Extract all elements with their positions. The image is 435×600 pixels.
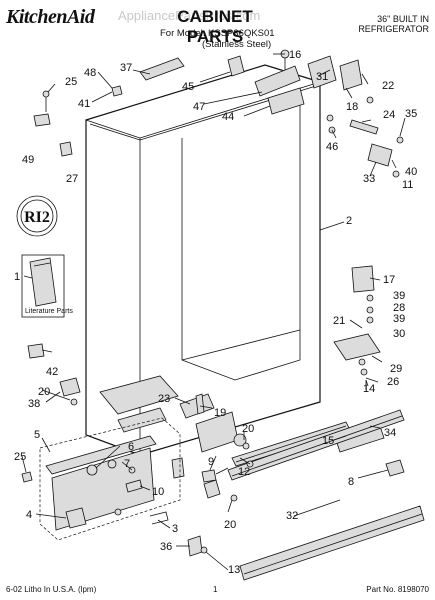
callout-27: 27 [66, 173, 78, 185]
footer-litho: 6-02 Litho In U.S.A. (lpm) [6, 585, 97, 594]
cabinet-shell [85, 64, 321, 456]
appliance-type-line2: REFRIGERATOR [358, 24, 429, 34]
callout-39b: 39 [393, 313, 405, 325]
literature-booklet [21, 254, 65, 318]
lower-assembly [59, 375, 425, 581]
callout-42: 42 [46, 366, 58, 378]
svg-text:RI2: RI2 [24, 209, 50, 226]
callout-26: 26 [387, 376, 399, 388]
model-info: For Model: KSSP36QKS01 (Stainless Steel) [160, 28, 275, 50]
callout-25: 25 [65, 76, 77, 88]
footer-page-number: 1 [213, 585, 218, 594]
hinge-hardware [27, 265, 381, 390]
callout-7: 7 [124, 458, 130, 470]
page-title: CABINET PARTS [177, 7, 253, 46]
callout-21: 21 [333, 315, 345, 327]
brand-logo: KitchenAid [6, 6, 95, 28]
callout-13: 13 [228, 564, 240, 576]
callout-23: 23 [158, 393, 170, 405]
callout-18: 18 [346, 101, 358, 113]
callout-10: 10 [152, 486, 164, 498]
callout-20b: 20 [242, 423, 254, 435]
callout-28: 28 [393, 302, 405, 314]
callout-45: 45 [182, 81, 194, 93]
callout-48: 48 [84, 67, 96, 79]
callout-8: 8 [348, 476, 354, 488]
callout-15: 15 [322, 435, 334, 447]
callout-34: 34 [384, 427, 396, 439]
callout-20: 20 [38, 386, 50, 398]
callout-12: 12 [238, 466, 250, 478]
top-hardware [33, 49, 404, 178]
appliance-type-line1: 36" BUILT IN [377, 14, 429, 24]
callout-35: 35 [405, 108, 417, 120]
callout-49: 49 [22, 154, 34, 166]
callout-24: 24 [383, 109, 395, 121]
literature-parts-label: Literature Parts [25, 308, 73, 315]
callout-47: 47 [193, 101, 205, 113]
base-grille-assembly [21, 417, 208, 557]
callout-40: 40 [405, 166, 417, 178]
callout-31: 31 [316, 71, 328, 83]
model-number: For Model: KSSP36QKS01 [160, 28, 275, 39]
callout-29: 29 [390, 363, 402, 375]
callout-11: 11 [402, 179, 413, 191]
callout-5: 5 [34, 429, 40, 441]
emblem: RI2 [16, 195, 58, 237]
appliance-type: 36" BUILT IN REFRIGERATOR [358, 14, 429, 34]
callout-2: 2 [346, 215, 352, 227]
callout-16: 16 [289, 49, 301, 61]
callout-25b: 25 [14, 451, 26, 463]
callout-1: 1 [14, 271, 20, 283]
callout-4: 4 [26, 509, 32, 521]
callout-38: 38 [28, 398, 40, 410]
callout-6: 6 [128, 441, 134, 453]
watermark: AppliancePartsPros.com [118, 8, 261, 23]
callout-46: 46 [326, 141, 338, 153]
callout-36: 36 [160, 541, 172, 553]
callout-3: 3 [172, 523, 178, 535]
callout-41: 41 [78, 98, 90, 110]
callout-33: 33 [363, 173, 375, 185]
footer-part-number: Part No. 8198070 [366, 585, 429, 594]
callout-17: 17 [383, 274, 395, 286]
callout-30: 30 [393, 328, 405, 340]
callout-32: 32 [286, 510, 298, 522]
callout-37: 37 [120, 62, 132, 74]
callout-39: 39 [393, 290, 405, 302]
callout-9: 9 [208, 456, 214, 468]
leader-lines [21, 53, 406, 571]
callout-19: 19 [214, 407, 226, 419]
callout-44: 44 [222, 111, 234, 123]
callout-numbers: 37 48 45 16 31 25 41 47 18 22 44 24 35 4… [14, 49, 417, 576]
model-finish: (Stainless Steel) [202, 39, 272, 50]
callout-14: 14 [363, 383, 375, 395]
callout-20c: 20 [224, 519, 236, 531]
callout-22: 22 [382, 80, 394, 92]
